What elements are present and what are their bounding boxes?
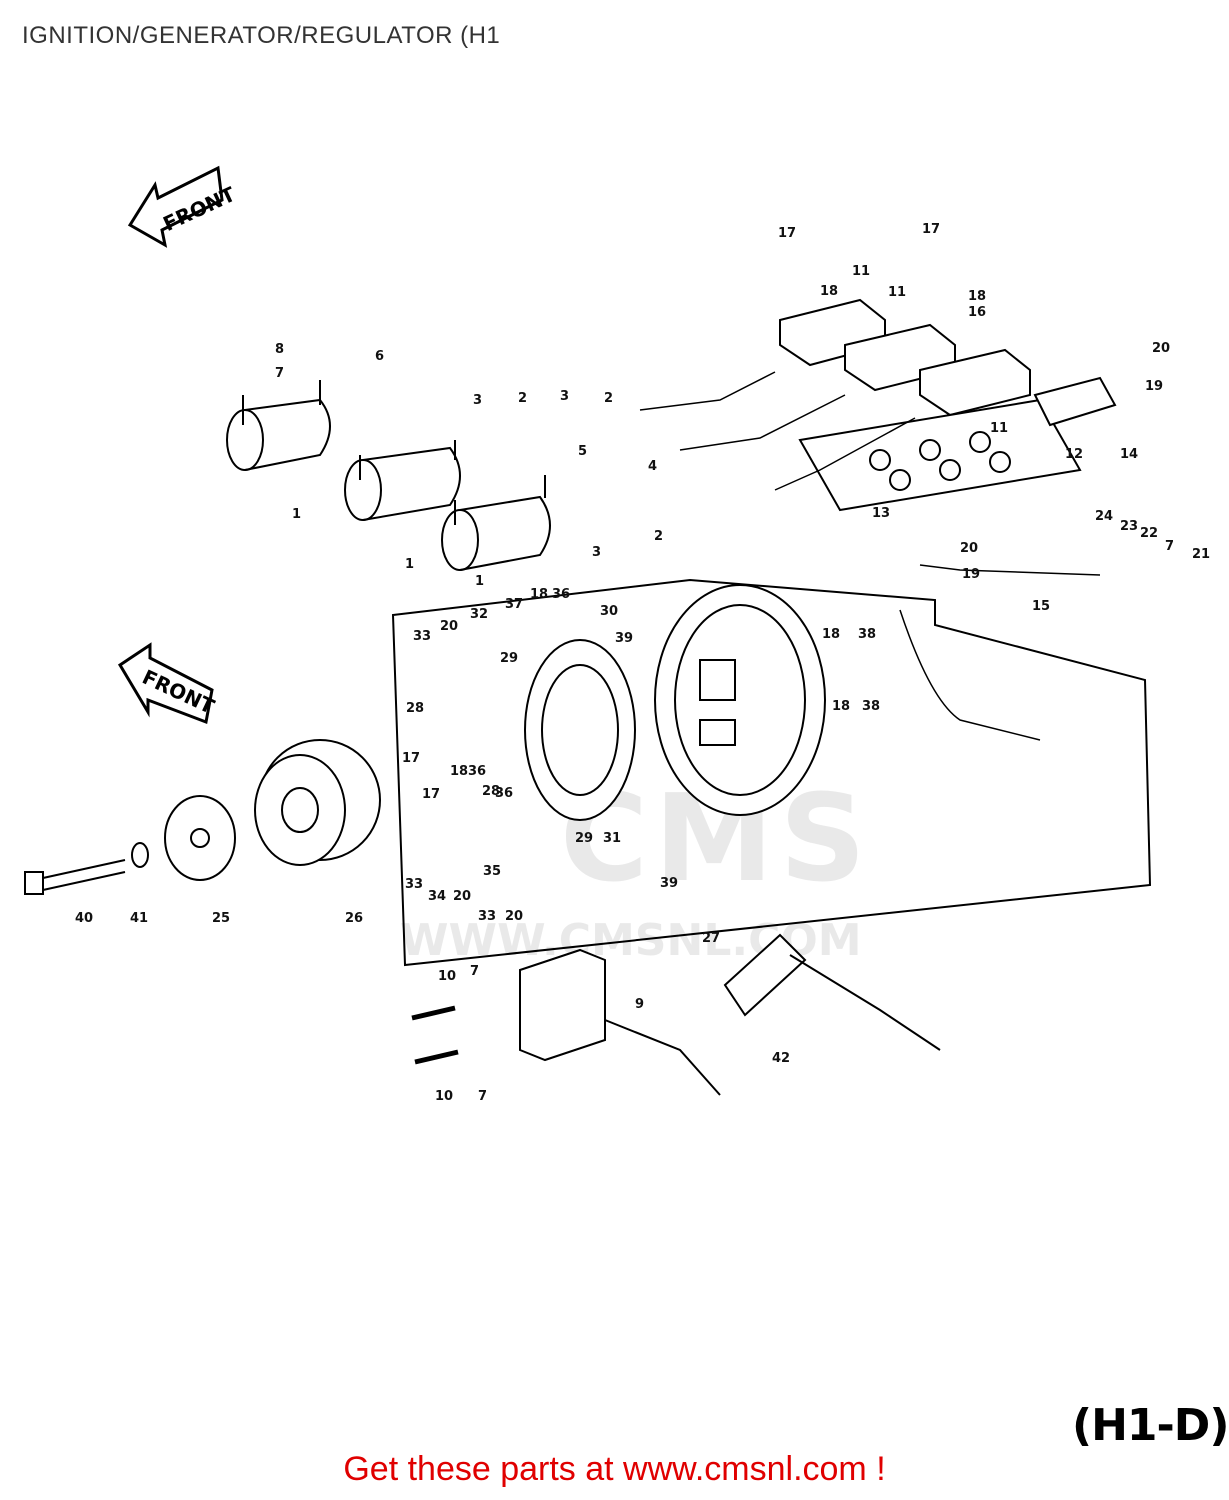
part-number: 16 — [968, 305, 986, 320]
page-title: IGNITION/GENERATOR/REGULATOR (H1 — [22, 22, 501, 49]
part-number: 32 — [470, 607, 488, 622]
part-number: 26 — [345, 911, 363, 926]
part-number: 28 — [406, 701, 424, 716]
part-number: 40 — [75, 911, 93, 926]
part-number: 39 — [660, 876, 678, 891]
part-number: 6 — [375, 349, 384, 364]
part-number: 11 — [888, 285, 906, 300]
part-number: 33 — [405, 877, 423, 892]
part-number: 42 — [772, 1051, 790, 1066]
part-number: 15 — [1032, 599, 1050, 614]
front-arrow-top — [127, 165, 224, 248]
part-number: 8 — [275, 342, 284, 357]
part-number: 33 — [478, 909, 496, 924]
part-number: 27 — [702, 931, 720, 946]
part-number: 17 — [402, 751, 420, 766]
part-number: 18 — [832, 699, 850, 714]
part-number: 7 — [470, 964, 479, 979]
part-number: 19 — [962, 567, 980, 582]
part-number: 20 — [440, 619, 458, 634]
ignition-coil-1 — [226, 380, 331, 471]
part-number: 24 — [1095, 509, 1113, 524]
bracket-plate — [798, 398, 1082, 512]
diagram-code-label: (H1-D) — [1072, 1400, 1229, 1451]
part-number: 29 — [500, 651, 518, 666]
part-number: 10 — [438, 969, 456, 984]
part-number: 4 — [648, 459, 657, 474]
part-number: 2 — [604, 391, 613, 406]
part-number: 22 — [1140, 526, 1158, 541]
washer — [131, 842, 149, 868]
part-number: 3 — [560, 389, 569, 404]
part-number: 20 — [505, 909, 523, 924]
cdi-unit-3 — [919, 348, 1031, 417]
part-number: 1 — [475, 574, 484, 589]
part-number: 29 — [575, 831, 593, 846]
pickup-coil-connector — [723, 933, 941, 1051]
part-number: 7 — [275, 366, 284, 381]
rotor-bolt — [24, 859, 126, 895]
part-number: 11 — [852, 264, 870, 279]
part-number: 18 — [968, 289, 986, 304]
footer-parts-link[interactable]: Get these parts at www.cmsnl.com ! — [343, 1450, 886, 1488]
part-number: 14 — [1120, 447, 1138, 462]
part-number: 35 — [483, 864, 501, 879]
part-number: 17 — [778, 226, 796, 241]
part-number: 7 — [1165, 539, 1174, 554]
part-number: 19 — [1145, 379, 1163, 394]
part-number: 18 — [450, 764, 468, 779]
ignition-coil-3 — [441, 475, 551, 571]
part-number: 23 — [1120, 519, 1138, 534]
part-number: 31 — [603, 831, 621, 846]
part-number: 38 — [862, 699, 880, 714]
rotor-flywheel — [254, 739, 381, 866]
part-number: 3 — [473, 393, 482, 408]
part-number: 33 — [413, 629, 431, 644]
part-number: 17 — [922, 222, 940, 237]
stator-backplate — [654, 584, 826, 816]
part-number: 7 — [478, 1089, 487, 1104]
diode-unit — [1033, 376, 1117, 427]
front-arrow-bottom — [117, 642, 214, 725]
part-number: 20 — [1152, 341, 1170, 356]
part-number: 13 — [872, 506, 890, 521]
part-number: 1 — [292, 507, 301, 522]
part-number: 20 — [453, 889, 471, 904]
part-number: 36 — [468, 764, 486, 779]
part-number: 18 — [822, 627, 840, 642]
part-number: 9 — [635, 997, 644, 1012]
part-number: 5 — [578, 444, 587, 459]
ignition-coil-2 — [344, 440, 461, 521]
part-number-labels: 1 1 1 2 2 2 3 3 3 4 5 6 7 7 7 7 8 9 10 1… — [75, 222, 1210, 1104]
part-number: 21 — [1192, 547, 1210, 562]
part-number: 36 — [552, 587, 570, 602]
part-number: 38 — [858, 627, 876, 642]
part-number: 20 — [960, 541, 978, 556]
rotor-hub — [164, 795, 236, 881]
part-number: 28 — [482, 784, 500, 799]
part-number: 41 — [130, 911, 148, 926]
part-number: 39 — [615, 631, 633, 646]
regulator — [519, 948, 721, 1096]
stator-plate — [524, 639, 636, 821]
part-number: 10 — [435, 1089, 453, 1104]
part-number: 25 — [212, 911, 230, 926]
part-number: 2 — [518, 391, 527, 406]
part-number: 12 — [1065, 447, 1083, 462]
part-number: 3 — [592, 545, 601, 560]
part-number: 18 — [530, 587, 548, 602]
part-number: 30 — [600, 604, 618, 619]
part-number: 2 — [654, 529, 663, 544]
part-number: 37 — [505, 597, 523, 612]
part-number: 36 — [495, 786, 513, 801]
part-number: 17 — [422, 787, 440, 802]
part-number: 1 — [405, 557, 414, 572]
part-number: 11 — [990, 421, 1008, 436]
part-number: 34 — [428, 889, 446, 904]
part-number: 18 — [820, 284, 838, 299]
base-outline — [391, 578, 1152, 967]
